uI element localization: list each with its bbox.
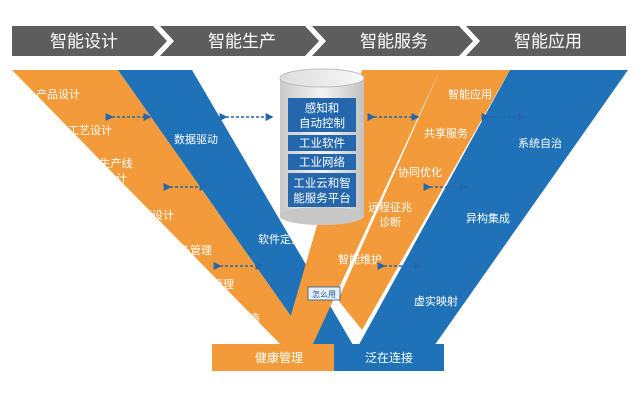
- label-equipment-mgmt: 设备管理: [168, 243, 212, 257]
- label-hetero-integration: 异构集成: [466, 211, 510, 225]
- label-flexible-mfg: 柔性制造: [216, 311, 260, 325]
- how-to-use-badge: [307, 286, 341, 301]
- stage-label-production: 智能生产: [208, 32, 276, 52]
- cylinder-item-network: 工业网络: [299, 155, 345, 169]
- cylinder-item-software: 工业软件: [299, 136, 345, 150]
- how-to-use-label: 怎么用: [312, 289, 336, 299]
- cylinder-item-cloud-2: 能服务平台: [293, 191, 351, 205]
- label-product-design: 产品设计: [36, 87, 80, 101]
- left-blue-band: [118, 70, 356, 350]
- stage-label-service: 智能服务: [360, 32, 428, 52]
- stage-chevron-4: [466, 26, 626, 56]
- label-data-driven: 数据驱动: [174, 132, 218, 146]
- bottom-bar-blue: [334, 344, 444, 371]
- center-cylinder: 感知和 自动控制 工业软件 工业网络 工业云和智 能服务平台: [279, 68, 365, 225]
- dashed-arrows: [105, 113, 526, 270]
- stage-chevron-2: [160, 26, 319, 56]
- left-orange-band: [12, 70, 312, 346]
- label-remote-diag-2: 诊断: [379, 215, 401, 229]
- bottom-bar-orange: [212, 344, 346, 371]
- right-blue-band: [356, 70, 628, 366]
- label-line-design-2: 设计: [105, 172, 127, 185]
- stage-label-design: 智能设计: [50, 32, 118, 52]
- label-software-defined: 软件定义: [258, 232, 302, 246]
- label-system-autonomy: 系统自治: [518, 136, 562, 150]
- label-virtual-real-mapping: 虚实映射: [414, 294, 458, 308]
- label-smart-maintenance: 智能维护: [338, 252, 382, 266]
- label-shared-service: 共享服务: [424, 126, 468, 140]
- cylinder-item-sense-2: 自动控制: [299, 116, 345, 130]
- stage-chevron-1: [12, 26, 167, 56]
- stage-header: 智能设计 智能生产 智能服务 智能应用: [12, 26, 626, 56]
- cylinder-item-cloud-1: 工业云和智: [293, 176, 351, 190]
- cylinder-item-sense-1: 感知和: [305, 101, 340, 115]
- label-line-design-1: 生产线: [100, 156, 133, 170]
- stage-label-application: 智能应用: [514, 32, 582, 52]
- bottom-label-health: 健康管理: [255, 350, 303, 365]
- bottom-label-connect: 泛在连接: [365, 350, 413, 365]
- label-remote-diag-1: 远程征兆: [368, 201, 412, 214]
- label-production-mgmt: 生产管理: [190, 277, 234, 291]
- label-factory-design: 工厂设计: [130, 209, 174, 222]
- label-collab-optimize: 协同优化: [398, 165, 442, 179]
- label-smart-application: 智能应用: [448, 87, 492, 101]
- label-process-design: 工艺设计: [68, 124, 112, 137]
- stage-chevron-3: [312, 26, 473, 56]
